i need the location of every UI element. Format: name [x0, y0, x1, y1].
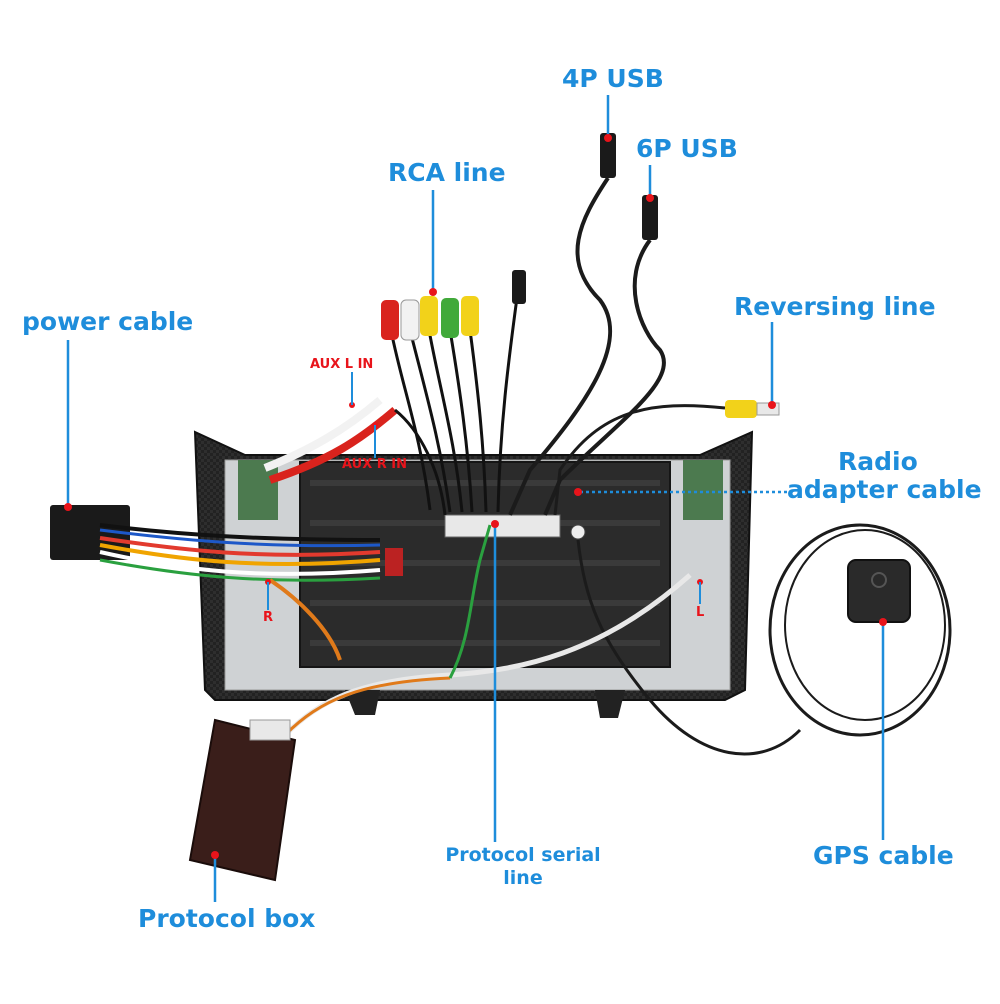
label-gps-cable: GPS cable [813, 841, 954, 870]
rca-connector-bundle [263, 270, 526, 516]
label-radio-adapter-line2: adapter cable [787, 475, 982, 504]
rca-plug-yellow-2 [461, 296, 488, 513]
label-marker-l: L [696, 605, 705, 620]
rca-plug-red [381, 300, 432, 511]
fuse [385, 548, 403, 576]
leader-lines [66, 95, 885, 902]
label-6p-usb: 6P USB [636, 134, 738, 163]
label-protocol-box: Protocol box [138, 904, 316, 933]
left-bracket-board [238, 460, 278, 520]
label-rca-line: RCA line [388, 158, 506, 187]
label-protocol-serial-line2: line [503, 867, 543, 889]
label-aux-l-in: AUX L IN [310, 357, 374, 372]
label-reversing-line: Reversing line [734, 292, 936, 321]
right-bracket-board [683, 460, 723, 520]
rca-plug-white [400, 299, 452, 513]
reversing-rca-plug [725, 400, 757, 418]
antenna-socket [570, 524, 586, 540]
label-power-cable: power cable [22, 307, 194, 336]
usb-cables [508, 133, 666, 516]
protocol-box-assembly [188, 524, 692, 882]
power-cable-harness [50, 505, 381, 661]
rca-plug-yellow-1 [420, 296, 464, 513]
label-marker-r: R [263, 610, 274, 625]
mic-jack [496, 270, 526, 513]
label-protocol-serial-line1: Protocol serial [445, 844, 601, 866]
label-4p-usb: 4P USB [562, 64, 664, 93]
label-radio-adapter-line1: Radio [838, 447, 918, 476]
usb-6p-cable [543, 195, 666, 516]
protocol-box [188, 718, 297, 882]
gps-module [847, 559, 911, 623]
label-aux-r-in: AUX R IN [342, 457, 408, 472]
usb-4p-cable [508, 133, 616, 516]
rear-connector-block [444, 514, 561, 538]
leader-dots [64, 134, 887, 859]
aux-in-cables [263, 396, 447, 516]
gps-antenna [768, 523, 952, 737]
reversing-cable [553, 400, 780, 516]
rca-plug-green [441, 298, 474, 513]
radio-adapter-cable [576, 539, 802, 756]
